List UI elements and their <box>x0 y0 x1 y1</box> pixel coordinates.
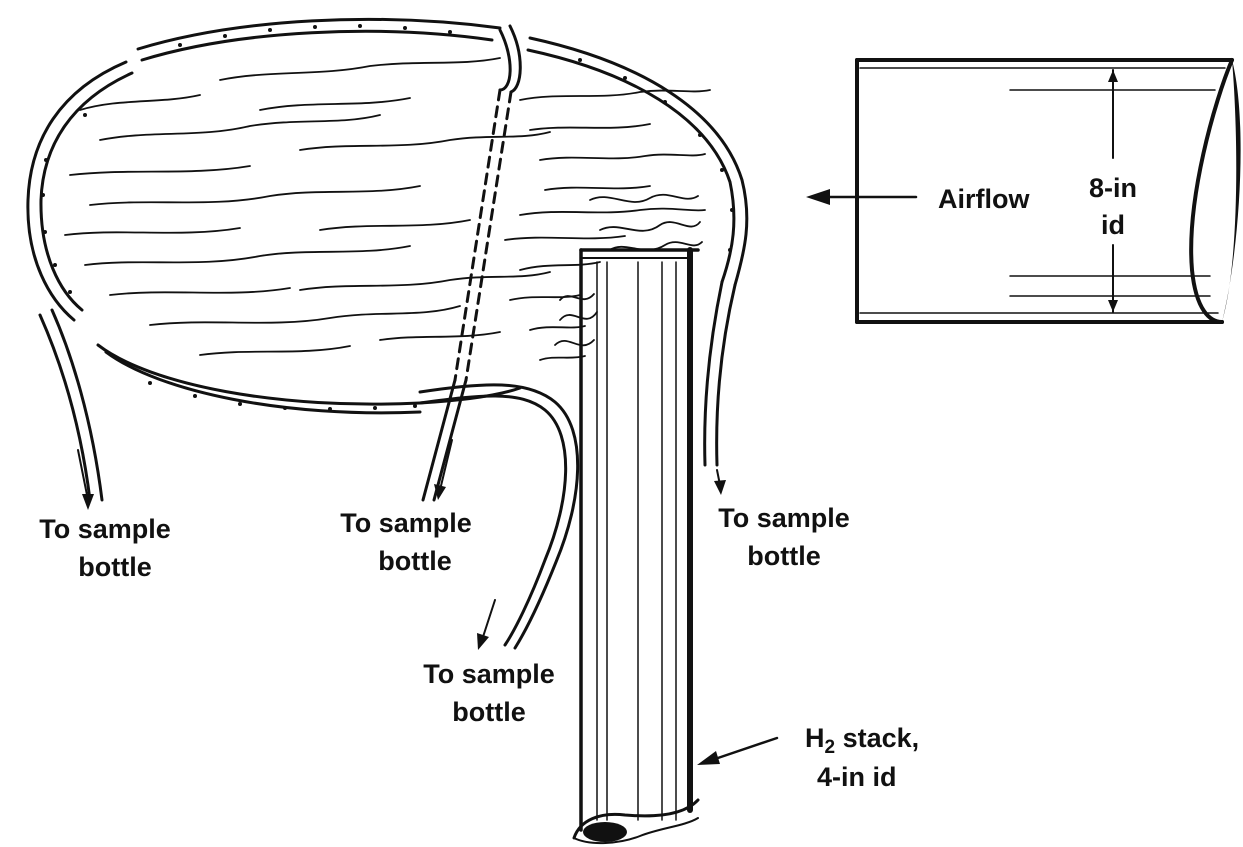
air-duct <box>857 60 1241 322</box>
sample-label-middle-line2: bottle <box>378 546 452 576</box>
stack-label-line1: H2 stack, <box>805 723 919 758</box>
sampling-ring <box>28 19 747 412</box>
sample-label-bottom-line2: bottle <box>452 697 526 727</box>
hydrogen-stack <box>574 250 698 843</box>
stack-pointer-arrow <box>697 738 777 765</box>
sample-label-bottom-line1: To sample <box>423 659 555 689</box>
airflow-arrow <box>806 189 916 205</box>
duct-diameter-label-line1: 8-in <box>1089 173 1137 203</box>
sample-tube-right <box>705 282 735 495</box>
sample-label-left-line1: To sample <box>39 514 171 544</box>
duct-diameter-label-line2: id <box>1101 210 1125 240</box>
stack-label-subscript: 2 <box>825 737 836 758</box>
sample-label-middle-line1: To sample <box>340 508 472 538</box>
sample-tube-left <box>40 310 102 510</box>
airflow-label: Airflow <box>938 184 1030 214</box>
stack-label-rest: stack, <box>835 723 919 753</box>
sample-label-right-line2: bottle <box>747 541 821 571</box>
stack-label-h: H <box>805 723 825 753</box>
sample-label-left-line2: bottle <box>78 552 152 582</box>
stack-label-line2: 4-in id <box>817 762 897 792</box>
hydrogen-plume <box>65 58 710 360</box>
sample-label-right-line1: To sample <box>718 503 850 533</box>
sample-tube-middle <box>423 26 520 500</box>
